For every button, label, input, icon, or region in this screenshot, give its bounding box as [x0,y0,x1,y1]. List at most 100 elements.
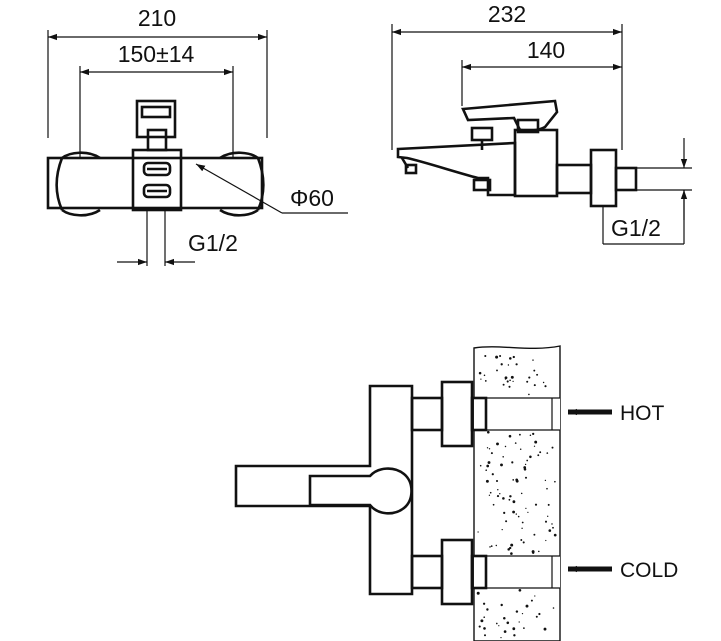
hot-eccentric [410,396,444,432]
wall-speck [528,393,530,396]
wall-speck [537,454,540,457]
wall-speck [526,380,529,383]
wall-speck [485,479,489,483]
wall-speck [512,510,516,514]
wall-speck [525,604,529,608]
left-escutcheon [55,151,101,217]
dim-center-distance: 150±14 [118,41,195,67]
wall-speck [500,636,502,639]
wall-speck [518,588,522,592]
wall-speck [500,603,503,607]
wall-speck [478,625,481,628]
wall-speck [512,380,514,383]
dim-thread-side: G1/2 [611,215,661,241]
wall-speck [527,511,529,514]
wall-speck [476,591,480,595]
wall-speck [489,546,491,548]
wall-speck [523,466,527,469]
wall-speck [542,381,545,384]
wall-speck [495,544,498,547]
wall-speck [509,495,512,498]
wall-speck [488,448,491,450]
install-view: HOT COLD [234,345,678,641]
wall-speck [532,359,534,361]
wall-speck [522,541,525,544]
wall-speck [503,511,506,515]
wall-speck [504,445,507,448]
right-escutcheon [219,151,265,217]
wall-speck [519,448,522,450]
wall-speck [510,543,514,547]
wall-speck [529,434,532,436]
wall-speck [521,521,524,524]
wall-speck [530,599,533,602]
wall-speck [515,479,518,483]
handle-top [135,99,177,139]
wall-speck [529,455,532,459]
wall-speck [533,445,536,447]
wall-speck [544,479,547,482]
hot-label: HOT [620,402,665,425]
wall-speck [496,495,500,498]
wall-speck [545,539,547,542]
wall-speck [480,619,484,623]
wall-speck [510,375,514,379]
dim-overall-depth: 232 [488,1,526,27]
wall-speck [479,464,482,467]
thread-stub [614,166,638,192]
wall-speck [553,533,557,537]
eccentric-connector [555,163,593,195]
wall-speck [484,354,487,358]
wall-speck [539,451,542,454]
wall-speck [512,627,516,631]
wall-speck [490,452,493,455]
wall-speck [491,473,494,476]
side-view: 232 140 G1/2 [391,1,692,245]
cold-nut [440,538,474,606]
wall-speck [538,550,540,553]
dim-thread-front: G1/2 [188,230,238,256]
wall-speck [535,615,538,618]
wall-speck [506,621,510,625]
dim-overall-width: 210 [138,5,176,31]
wall-speck [547,503,550,506]
wall-speck [517,515,520,518]
wall-speck [486,447,489,449]
cold-label: COLD [620,559,678,582]
wall-speck [524,476,528,479]
wall-speck [509,379,511,382]
wall-speck [504,378,507,380]
wall-speck [534,440,538,444]
wall-speck [490,545,493,547]
wall-speck [484,380,487,382]
cold-eccentric [410,554,444,590]
dim-escutcheon-diameter: Φ60 [290,185,334,211]
wall-speck [498,625,500,627]
wall-speck [502,497,505,500]
wall-speck [503,630,507,633]
wall-speck [502,456,504,458]
wall-speck [509,357,512,360]
wall-speck [512,479,515,481]
wall-speck [546,487,548,490]
wall-speck [495,355,499,359]
wall-speck [497,489,499,491]
diverter-upper [142,161,172,177]
mixer-body [46,156,264,210]
wall-speck [511,461,514,464]
wall-speck [515,363,518,366]
wall-speck [489,491,492,494]
diameter-leader [195,163,283,214]
wall-speck [495,622,498,625]
front-view: 210 150±14 G1/2 Φ60 [46,5,348,266]
install-mixer-body [234,384,414,596]
wall-speck [533,369,536,372]
wall-speck [486,608,489,611]
wall-speck [478,371,482,375]
install-cartridge [308,467,413,515]
wall-speck [487,430,490,434]
wall-speck [503,617,506,620]
wall-speck [483,634,487,637]
wall-speck [495,479,499,483]
wall-speck [543,627,547,631]
